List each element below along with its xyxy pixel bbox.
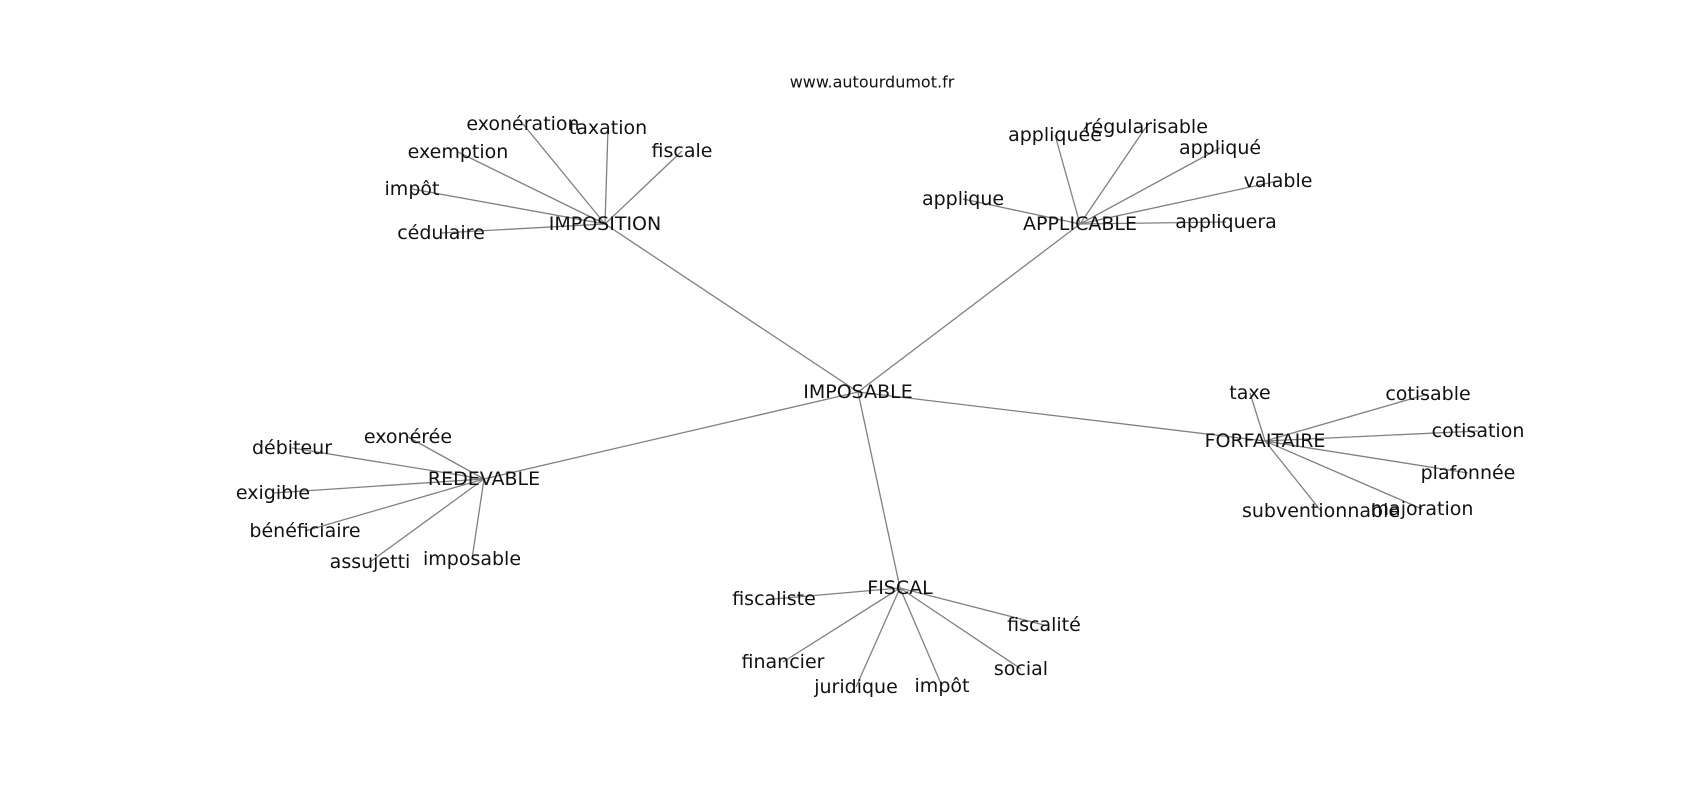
edge-fiscal-2 [782,587,901,663]
leaf-node-label: social [994,658,1048,680]
hub-node-label-applicable: APPLICABLE [1023,213,1137,235]
edge-applicable-3 [962,198,1081,225]
edge-forfaitaire-1 [1264,393,1429,442]
leaf-node-label: fiscale [652,140,713,162]
edge-fiscal-4 [855,587,901,688]
leaf-node-label: plafonnée [1421,462,1516,484]
edge-imposition-2 [457,151,606,225]
source-website-label: www.autourdumot.fr [790,73,955,92]
leaf-node-label: taxation [569,117,647,139]
edge-imposition-0 [522,123,606,225]
edge-forfaitaire-0 [1249,392,1266,442]
edge-applicable-4 [1079,180,1279,225]
leaf-node-label: imposable [423,548,521,570]
edge-redevable-2 [272,478,485,494]
edge-redevable-0 [407,436,485,480]
leaf-node-label: subventionnable [1242,500,1400,522]
edge-redevable-1 [291,447,485,480]
leaf-node-label: exigible [236,482,310,504]
leaf-node-label: impôt [385,178,440,200]
edge-center-fiscal [857,391,901,589]
edge-center-applicable [857,223,1081,393]
leaf-node-label: régularisable [1084,116,1208,138]
edge-imposition-5 [440,223,606,234]
leaf-node-label: majoration [1371,498,1474,520]
edge-forfaitaire-5 [1264,440,1423,510]
edge-applicable-5 [1079,221,1227,225]
edge-forfaitaire-3 [1264,440,1469,474]
edge-forfaitaire-4 [1264,440,1322,512]
leaf-node-label: impôt [915,675,970,697]
center-node-label: IMPOSABLE [803,381,912,403]
edge-center-redevable [483,391,859,480]
hub-node-label-imposition: IMPOSITION [549,213,661,235]
leaf-node-label: débiteur [252,437,332,459]
edge-imposition-4 [411,188,606,225]
edge-applicable-0 [1054,134,1081,225]
leaf-node-label: appliquera [1175,211,1277,233]
leaf-node-label: cotisable [1385,383,1470,405]
edge-imposition-1 [604,127,609,225]
edge-redevable-5 [471,478,485,560]
edge-imposition-3 [604,150,683,225]
leaf-node-label: appliquée [1008,124,1102,146]
leaf-node-label: bénéficiaire [249,520,360,542]
edge-redevable-4 [369,478,485,563]
edge-center-imposition [604,223,859,393]
leaf-node-label: appliqué [1179,137,1261,159]
leaf-node-label: financier [742,651,825,673]
leaf-node-label: taxe [1229,382,1270,404]
edge-fiscal-0 [773,587,901,600]
edge-applicable-2 [1079,147,1221,225]
leaf-node-label: juridique [813,676,898,698]
edge-applicable-1 [1079,126,1147,225]
hub-node-label-forfaitaire: FORFAITAIRE [1205,430,1326,452]
edge-fiscal-5 [899,587,943,687]
leaf-node-label: cotisation [1432,420,1525,442]
hub-node-label-redevable: REDEVABLE [428,468,540,490]
leaf-node-label: fiscalité [1007,614,1081,636]
leaf-node-label: assujetti [330,551,411,573]
leaf-node-label: fiscaliste [732,588,816,610]
leaf-node-label: cédulaire [397,222,485,244]
edge-forfaitaire-2 [1264,430,1479,442]
edge-fiscal-1 [899,587,1045,626]
leaf-node-label: valable [1244,170,1313,192]
edge-fiscal-3 [899,587,1022,670]
graph-edges [272,123,1479,688]
hub-node-label-fiscal: FISCAL [867,577,933,599]
leaf-node-label: applique [922,188,1004,210]
edge-redevable-3 [304,478,485,532]
leaf-node-label: exonérée [364,426,452,448]
leaf-node-label: exonération [466,113,579,135]
leaf-node-label: exemption [408,141,509,163]
edge-center-forfaitaire [857,391,1266,442]
